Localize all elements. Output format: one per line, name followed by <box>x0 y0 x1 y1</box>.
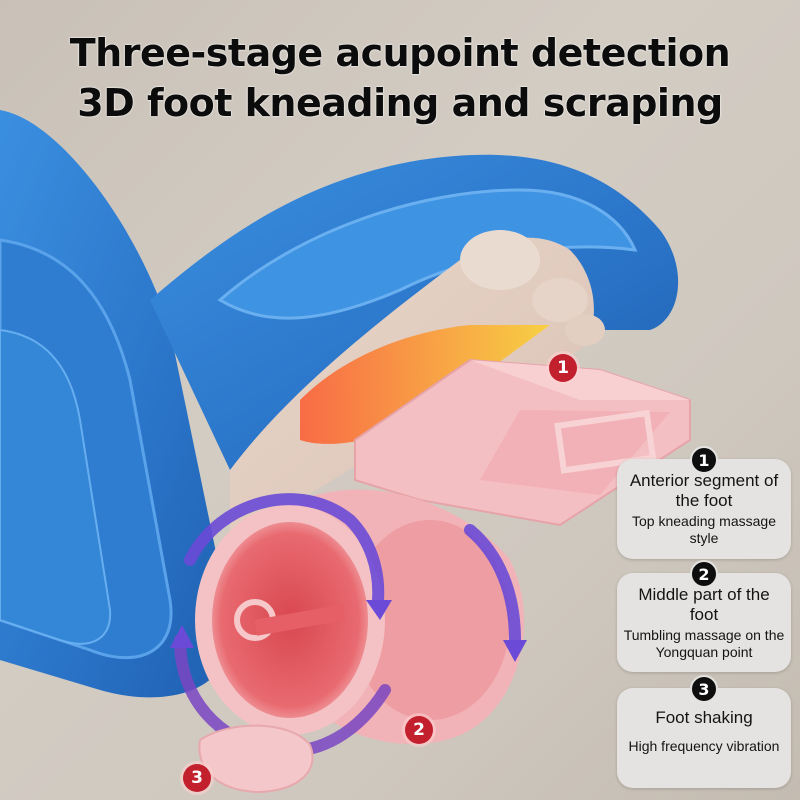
card-subtitle: High frequency vibration <box>628 738 780 754</box>
headline: Three-stage acupoint detection 3D foot k… <box>0 28 800 128</box>
feature-card-1: 1 Anterior segment of the foot Top knead… <box>617 446 791 559</box>
card-title: Foot shaking <box>655 708 753 727</box>
card-number-badge: 2 <box>690 560 718 588</box>
rear-vibration-unit <box>198 724 314 794</box>
card-number-badge: 3 <box>690 675 718 703</box>
card-subtitle: Tumbling massage on the Yongquan point <box>623 627 785 660</box>
feature-card-3: 3 Foot shaking High frequency vibration <box>617 675 791 788</box>
marker-1: 1 <box>549 354 577 382</box>
headline-line-2: 3D foot kneading and scraping <box>77 81 723 125</box>
rotation-arrow-top <box>184 493 385 606</box>
card-subtitle: Top kneading massage style <box>632 513 776 546</box>
card-title: Middle part of the foot <box>638 585 770 624</box>
marker-2: 2 <box>405 716 433 744</box>
card-number-badge: 1 <box>690 446 718 474</box>
card-title: Anterior segment of the foot <box>629 471 779 510</box>
rotation-arrow-side <box>464 524 521 646</box>
marker-3: 3 <box>183 764 211 792</box>
feature-card-2: 2 Middle part of the foot Tumbling massa… <box>617 560 791 672</box>
headline-line-1: Three-stage acupoint detection <box>69 31 731 75</box>
